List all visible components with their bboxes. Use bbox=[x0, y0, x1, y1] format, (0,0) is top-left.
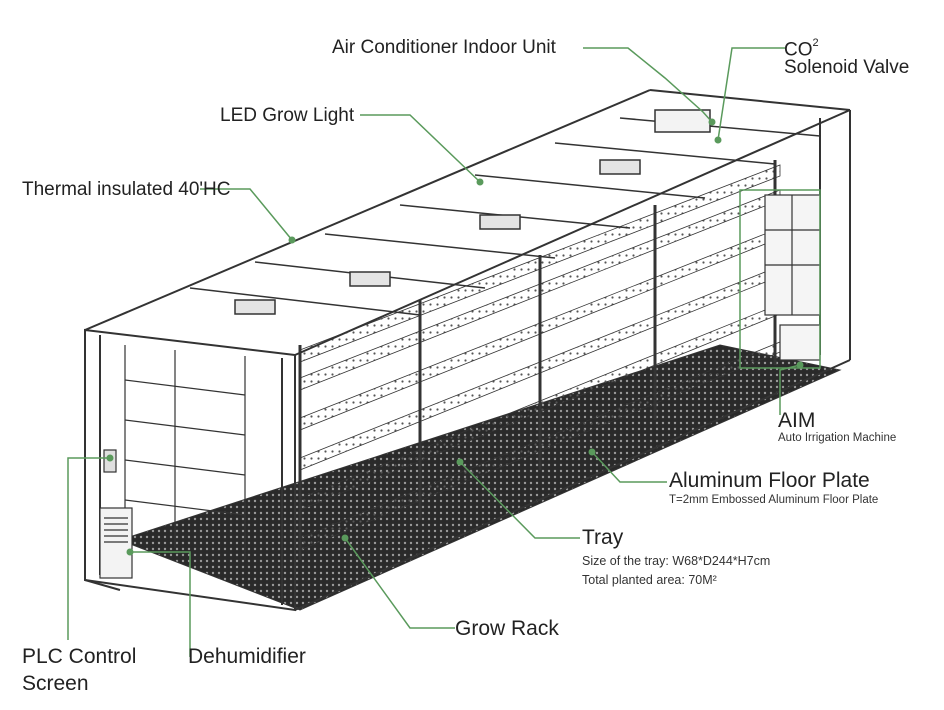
label-tray-area: Total planted area: 70M² bbox=[582, 573, 717, 587]
leader-lines bbox=[67, 47, 821, 657]
label-tray: Tray bbox=[582, 526, 624, 549]
leader-dots bbox=[106, 118, 804, 556]
label-tray-size: Size of the tray: W68*D244*H7cm bbox=[582, 554, 771, 568]
label-thermal-insulated: Thermal insulated 40'HC bbox=[22, 179, 231, 200]
label-grow-rack: Grow Rack bbox=[455, 617, 559, 640]
roof-structure bbox=[189, 109, 821, 316]
label-led-grow-light: LED Grow Light bbox=[220, 105, 355, 126]
label-co2-main: CO bbox=[784, 39, 813, 61]
label-co2: CO2 bbox=[784, 37, 819, 61]
label-aluminum-floor-sub: T=2mm Embossed Aluminum Floor Plate bbox=[669, 494, 879, 506]
aim-tank bbox=[764, 194, 821, 361]
label-co2-sub: 2 bbox=[812, 37, 819, 49]
label-aim-sub: Auto Irrigation Machine bbox=[778, 432, 897, 444]
grow-rack-frame bbox=[298, 160, 777, 560]
label-air-conditioner: Air Conditioner Indoor Unit bbox=[332, 37, 556, 58]
label-plc-line2: Screen bbox=[22, 672, 89, 695]
label-aim: AIM bbox=[778, 409, 816, 432]
label-aluminum-floor: Aluminum Floor Plate bbox=[669, 469, 870, 492]
label-solenoid-valve: Solenoid Valve bbox=[784, 57, 910, 78]
label-dehumidifier: Dehumidifier bbox=[188, 645, 306, 668]
label-plc-line1: PLC Control bbox=[22, 645, 137, 668]
dehumidifier-unit bbox=[99, 507, 133, 579]
